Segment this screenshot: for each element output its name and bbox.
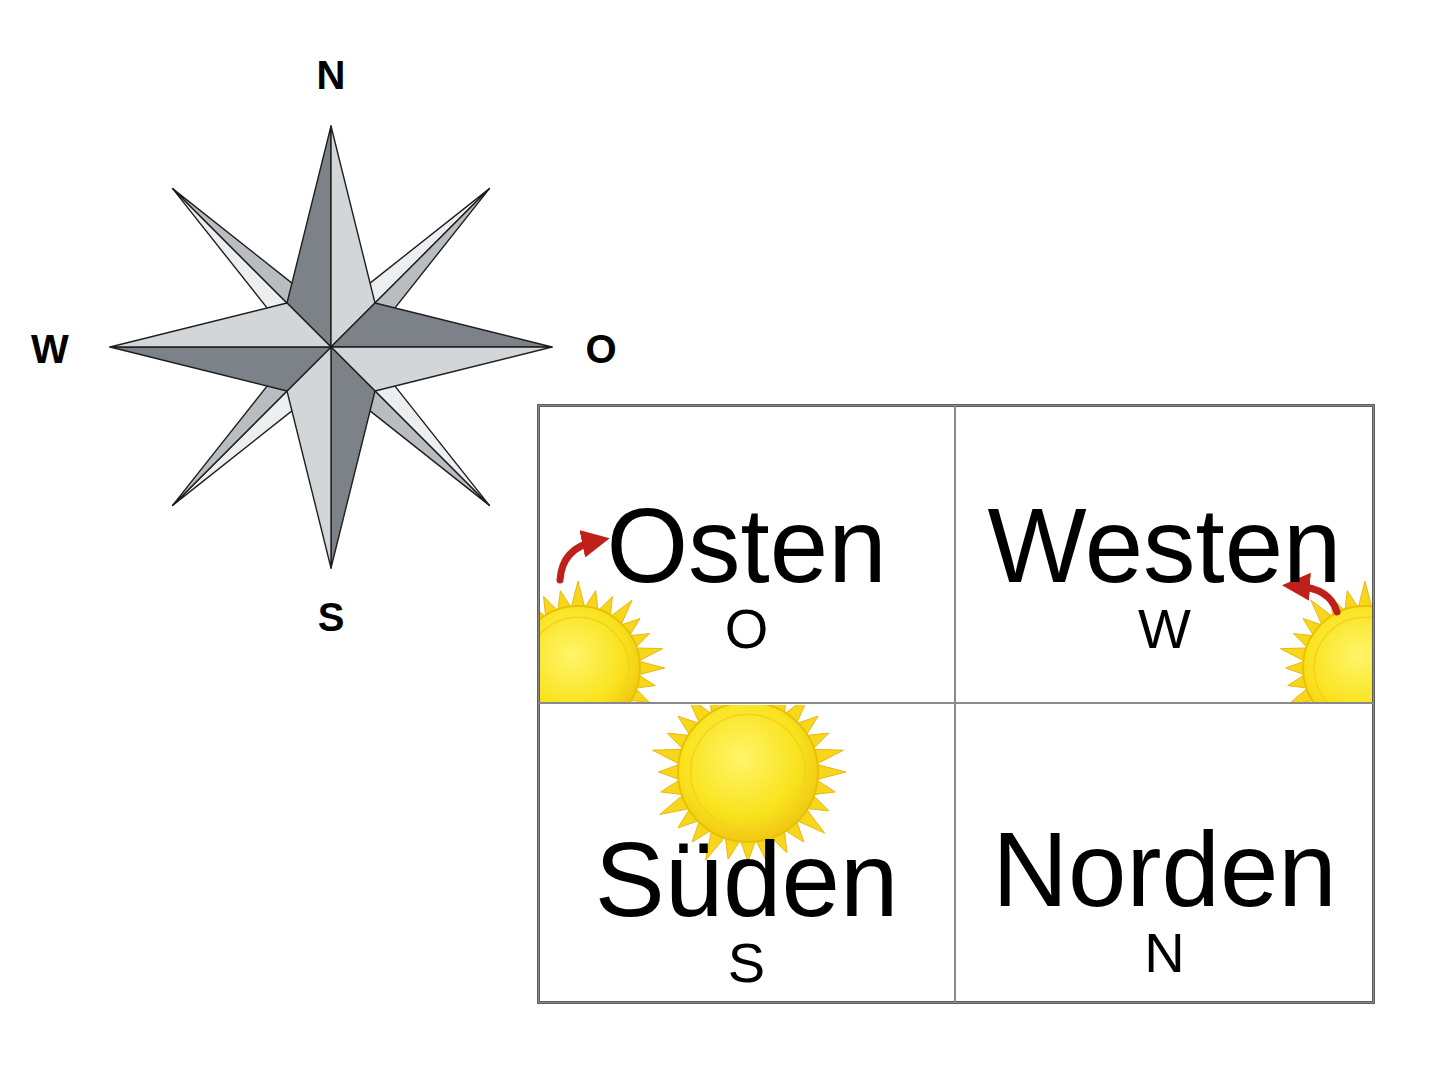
compass-point [110,303,331,347]
direction-abbreviation: O [725,601,769,657]
compass-point [331,303,552,347]
direction-abbreviation: N [1144,925,1184,981]
compass-rose [110,126,552,568]
direction-letter: N [317,55,346,95]
direction-letter: W [31,329,69,369]
direction-word: Süden [595,825,899,935]
table-cell: OstenO [538,405,955,703]
direction-abbreviation: W [1138,601,1191,657]
table-cell: WestenW [955,405,1374,703]
table-frame [539,406,1374,1003]
table-cell: NordenN [955,703,1374,1003]
sunrise-arrow [560,541,596,580]
direction-word: Osten [606,491,886,601]
table-cell: SüdenS [538,703,955,1003]
direction-letter: O [585,329,616,369]
compass-point [331,347,375,568]
compass-point [110,347,331,391]
direction-letter: S [318,597,345,637]
direction-word: Westen [987,491,1341,601]
direction-abbreviation: S [728,935,765,991]
direction-word: Norden [992,815,1336,925]
